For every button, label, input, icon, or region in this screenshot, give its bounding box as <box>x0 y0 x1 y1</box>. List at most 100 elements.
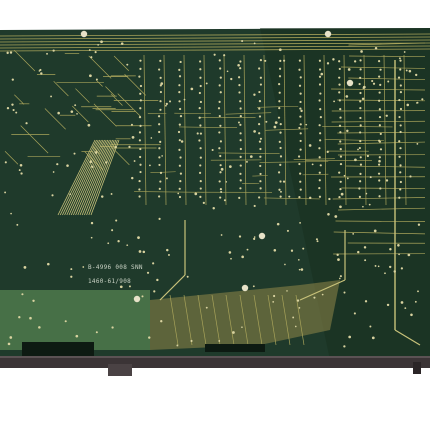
trace <box>163 54 167 206</box>
solder-pad <box>369 325 372 328</box>
solder-pad <box>219 164 222 167</box>
solder-pad <box>64 320 67 323</box>
trace <box>293 158 335 160</box>
trace <box>84 139 115 216</box>
solder-pad <box>126 63 129 66</box>
solder-pad <box>359 124 362 127</box>
trace <box>394 329 421 346</box>
solder-pad <box>321 293 324 296</box>
solder-pad <box>259 155 262 158</box>
solder-pad <box>220 190 223 194</box>
solder-pad <box>40 72 43 75</box>
solder-pad <box>343 174 346 177</box>
solder-pad <box>398 115 401 119</box>
solder-pad <box>359 163 363 166</box>
trace-layer <box>0 33 430 346</box>
solder-pad <box>339 275 342 278</box>
solder-pad <box>199 68 202 71</box>
solder-pad <box>128 145 131 148</box>
solder-pad <box>374 47 378 50</box>
solder-pad <box>359 116 362 120</box>
solder-pad <box>326 150 329 153</box>
solder-pad <box>334 215 338 218</box>
solder-pad <box>336 253 339 256</box>
solder-pad <box>139 163 142 166</box>
trace <box>124 73 146 96</box>
solder-pad <box>359 76 362 80</box>
trace <box>0 39 430 43</box>
trace <box>281 294 291 346</box>
solder-pad <box>378 159 381 163</box>
solder-pad <box>299 132 302 135</box>
solder-pad <box>290 249 294 252</box>
solder-pad <box>156 278 159 282</box>
solder-pad <box>114 146 117 149</box>
solder-pad <box>52 171 55 173</box>
solder-pad <box>318 147 321 150</box>
solder-pad <box>346 129 349 133</box>
solder-pad <box>259 83 263 86</box>
solder-pad <box>338 99 341 102</box>
solder-pad <box>18 316 21 319</box>
solder-pad <box>258 122 261 126</box>
solder-pad <box>403 51 406 53</box>
solder-pad <box>379 83 382 86</box>
solder-pad <box>273 125 277 129</box>
solder-pad <box>219 154 222 158</box>
solder-pad <box>318 99 321 102</box>
solder-pad <box>286 229 289 232</box>
solder-pad <box>237 63 240 67</box>
solder-pad <box>47 262 50 266</box>
solder-pad <box>239 155 242 158</box>
solder-pad <box>339 162 343 166</box>
solder-pad <box>226 70 229 73</box>
solder-pad <box>259 172 262 176</box>
trace <box>57 139 96 216</box>
solder-pad <box>198 91 201 95</box>
solder-pad <box>278 67 282 70</box>
solder-pad <box>357 148 359 151</box>
trace <box>349 55 426 58</box>
solder-pad <box>249 155 253 158</box>
trace <box>267 294 277 346</box>
solder-pad <box>39 68 42 71</box>
solder-pad <box>299 123 302 126</box>
solder-pad <box>205 306 208 309</box>
solder-pad <box>361 97 365 101</box>
solder-pad <box>51 194 54 197</box>
solder-pad <box>157 115 161 118</box>
solder-pad <box>318 83 322 86</box>
solder-pad <box>158 130 161 134</box>
trace <box>169 294 179 346</box>
trace <box>59 139 97 216</box>
solder-pad <box>178 164 181 167</box>
solder-pad <box>305 123 308 126</box>
solder-pad <box>299 76 302 79</box>
solder-pad <box>362 87 365 90</box>
solder-pad <box>198 116 201 119</box>
solder-pad <box>138 75 141 78</box>
solder-pad <box>239 123 242 126</box>
solder-pad <box>56 163 59 166</box>
trace <box>90 139 120 216</box>
solder-pad <box>332 58 335 61</box>
solder-pad <box>318 187 321 190</box>
solder-pad <box>6 106 10 110</box>
solder-pad <box>153 290 156 293</box>
solder-pad <box>299 115 302 118</box>
solder-pad <box>398 155 401 158</box>
trace <box>343 54 347 206</box>
solder-pad <box>258 107 261 110</box>
solder-pad <box>218 131 221 134</box>
solder-pad <box>378 99 381 102</box>
solder-pad <box>358 82 361 86</box>
solder-pad <box>273 248 277 252</box>
solder-pad <box>9 51 13 54</box>
solder-pad <box>363 246 367 249</box>
trace <box>143 54 147 206</box>
solder-pad <box>318 195 322 198</box>
solder-pad <box>279 163 282 166</box>
solder-pad <box>239 132 242 135</box>
solder-pad <box>416 101 419 104</box>
solder-pad <box>238 196 241 199</box>
